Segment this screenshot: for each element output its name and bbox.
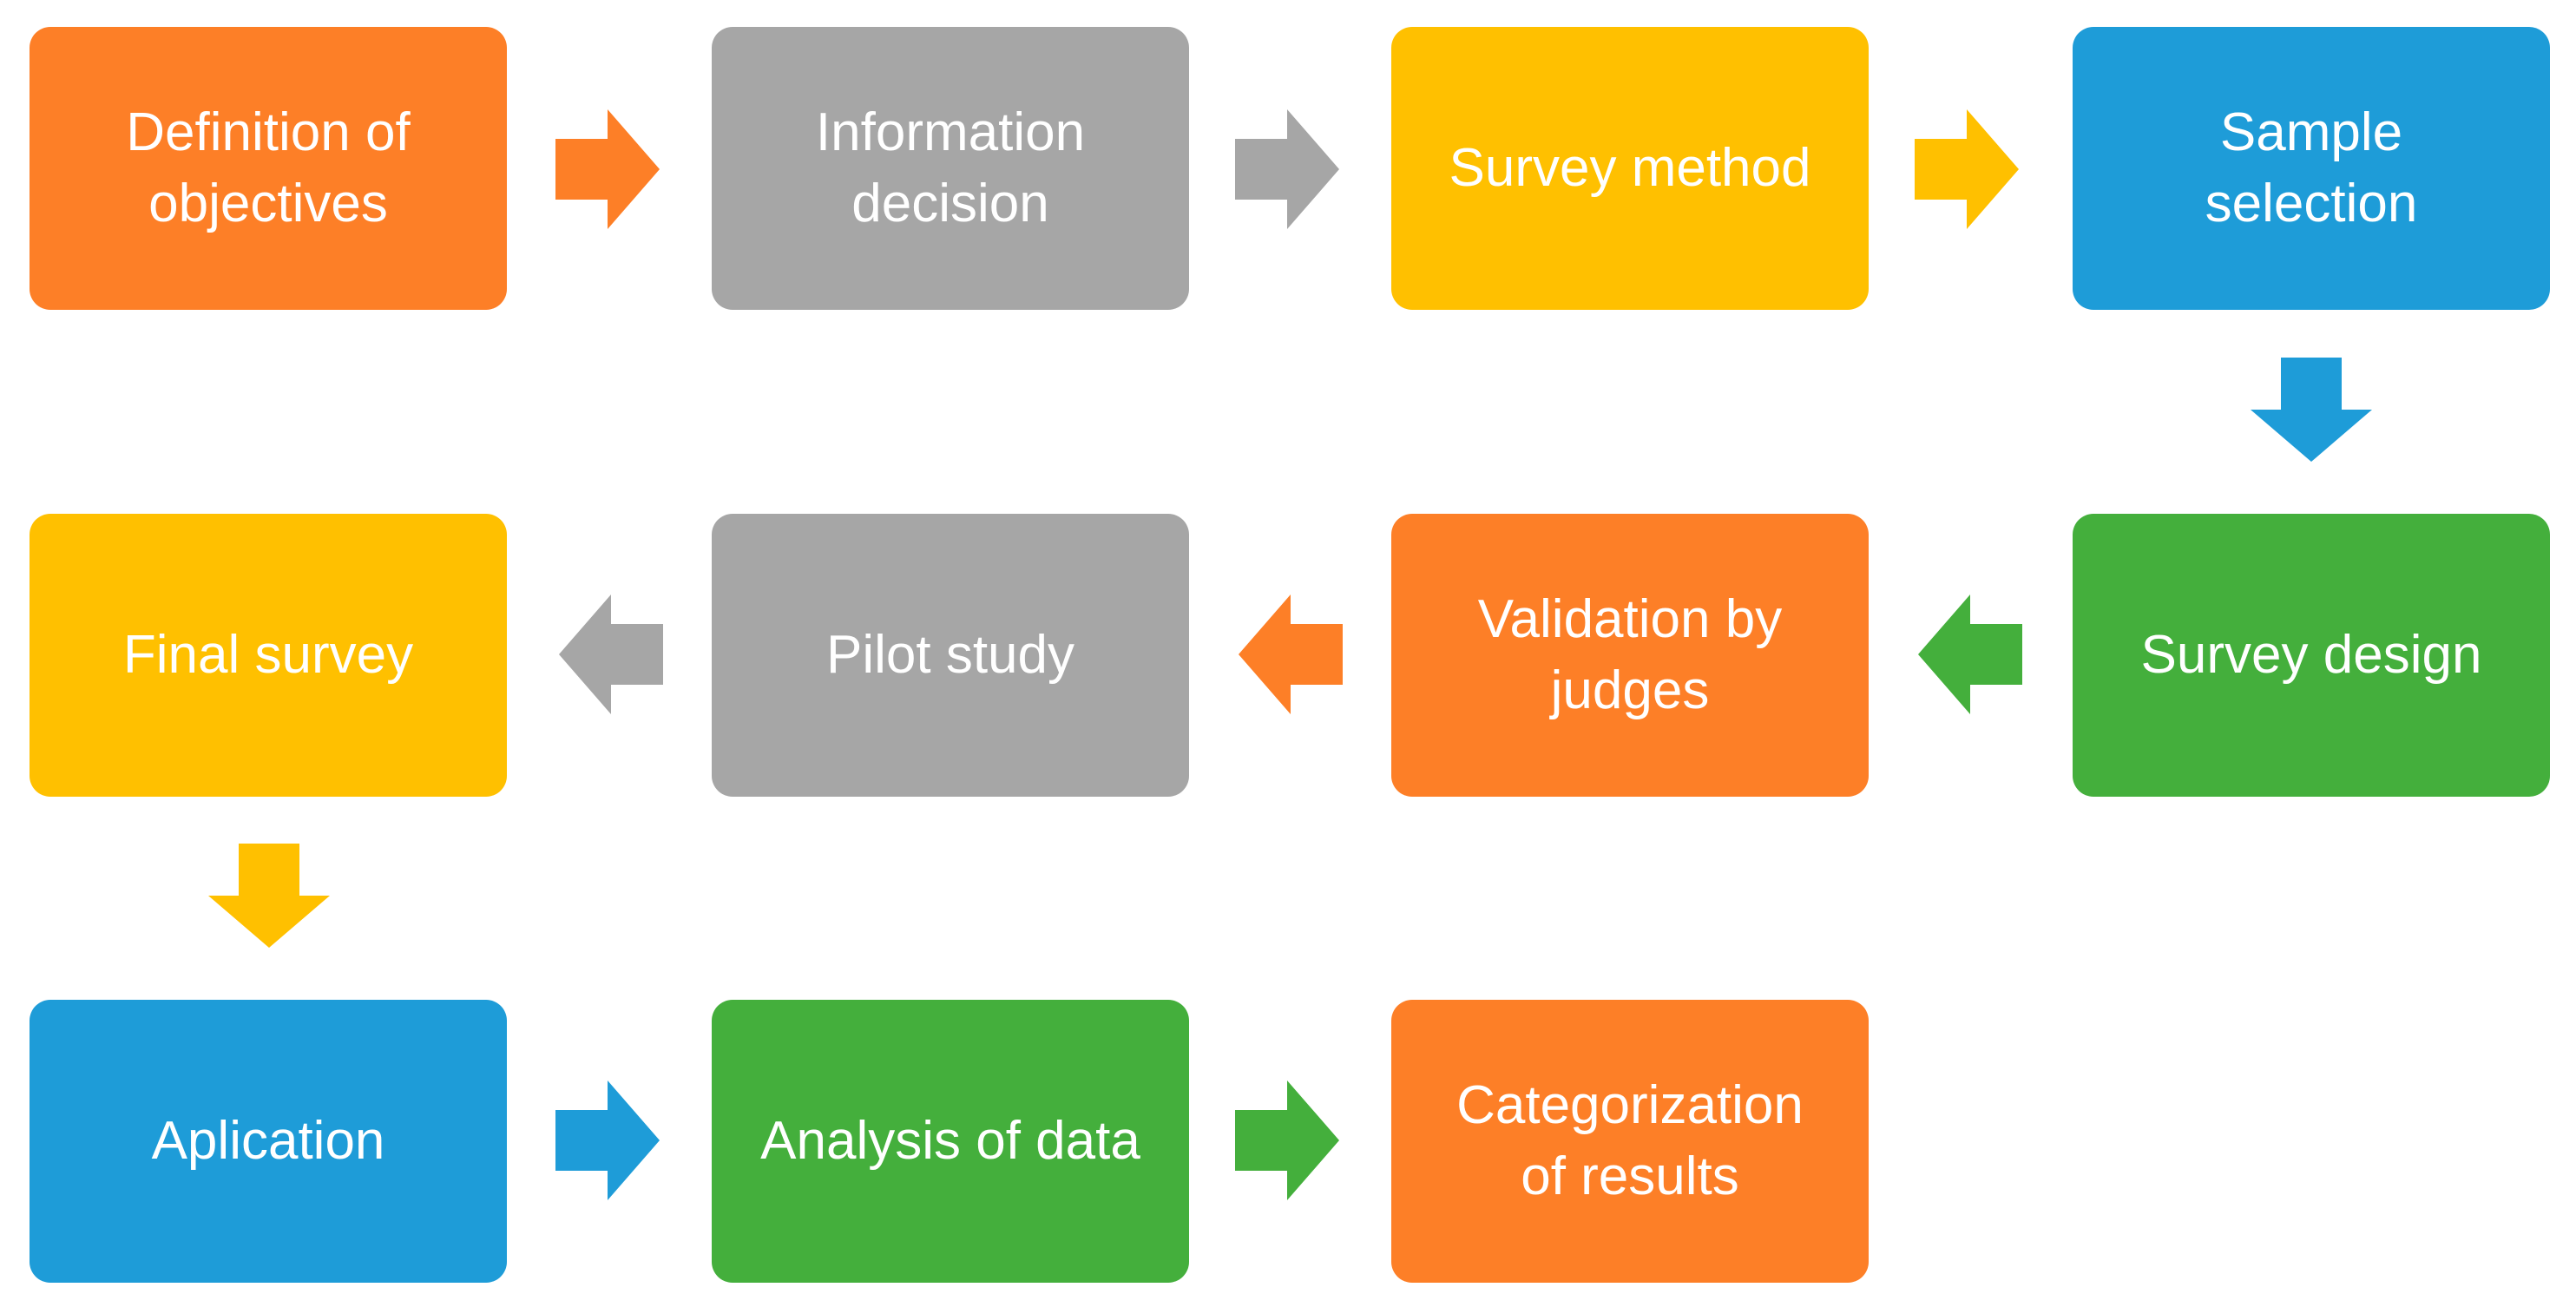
step-aplication: Aplication <box>30 1000 507 1283</box>
arrow-right-icon <box>555 109 660 229</box>
arrow-right-icon <box>1915 109 2019 229</box>
step-label: Pilot study <box>825 624 1075 685</box>
step-label: Definition of objectives <box>126 102 411 233</box>
arrow-right-icon <box>1235 1080 1339 1200</box>
step-label: Analysis of data <box>760 1110 1140 1171</box>
step-definition-of-objectives: Definition of objectives <box>30 27 507 310</box>
step-survey-method: Survey method <box>1391 27 1869 310</box>
step-label: Validation by judges <box>1477 588 1783 720</box>
step-label: Sample selection <box>2205 102 2418 233</box>
arrow-right-icon <box>555 1080 660 1200</box>
arrow-left-icon <box>559 594 663 714</box>
arrow-left-icon <box>1918 594 2022 714</box>
step-label: Final survey <box>122 624 414 685</box>
step-label: Survey method <box>1449 137 1811 198</box>
arrow-right-icon <box>1235 109 1339 229</box>
step-final-survey: Final survey <box>30 514 507 797</box>
step-label: Categorization of results <box>1456 1074 1804 1206</box>
step-validation-by-judges: Validation by judges <box>1391 514 1869 797</box>
step-survey-design: Survey design <box>2073 514 2550 797</box>
step-label: Information decision <box>815 102 1086 233</box>
step-label: Survey design <box>2140 624 2482 685</box>
step-categorization-of-results: Categorization of results <box>1391 1000 1869 1283</box>
step-sample-selection: Sample selection <box>2073 27 2550 310</box>
arrow-down-icon <box>208 844 330 948</box>
step-analysis-of-data: Analysis of data <box>712 1000 1189 1283</box>
step-label: Aplication <box>151 1110 385 1171</box>
arrow-left-icon <box>1239 594 1343 714</box>
step-information-decision: Information decision <box>712 27 1189 310</box>
arrow-down-icon <box>2251 358 2372 462</box>
step-pilot-study: Pilot study <box>712 514 1189 797</box>
